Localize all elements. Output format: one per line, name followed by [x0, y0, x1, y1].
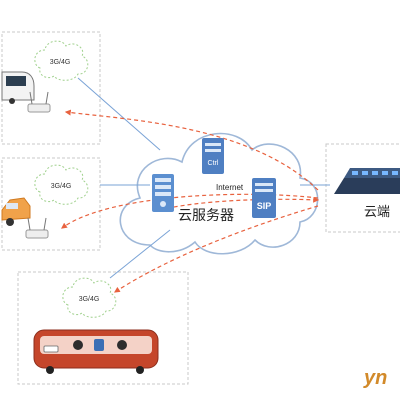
cloud-server-icon — [152, 174, 174, 212]
ctrl-label: Ctrl — [208, 160, 219, 167]
train-network-label: 3G/4G — [79, 296, 100, 303]
bus-network-label: 3G/4G — [50, 59, 71, 66]
ctrl-server-icon: Ctrl — [202, 138, 224, 174]
car-icon — [1, 197, 31, 226]
train-cloud-link — [109, 229, 171, 279]
bus-data-arrow — [64, 109, 319, 191]
internet-label: Internet — [216, 183, 244, 192]
train-network-bubble-icon: 3G/4G — [62, 277, 117, 318]
bus-cloud-link — [77, 77, 161, 151]
car-network-label: 3G/4G — [51, 183, 72, 190]
cloud-service-label: 云服务器 — [178, 207, 234, 223]
server-link-arrow — [159, 196, 320, 211]
car-data-arrow — [61, 193, 319, 229]
bus-network-bubble-icon: 3G/4G — [34, 40, 89, 81]
car-router-icon — [25, 217, 49, 239]
car-network-bubble-icon: 3G/4G — [34, 164, 89, 205]
train-router-icon — [43, 345, 59, 353]
watermark-text: yn — [363, 367, 387, 389]
train-data-arrow — [113, 205, 319, 293]
bus-router-icon — [27, 91, 51, 113]
train-icon — [33, 329, 159, 374]
bus-icon — [1, 71, 35, 104]
right-device-label: 云端 — [364, 204, 390, 219]
sip-server-icon: SIP — [252, 178, 276, 218]
right-device-panel — [325, 143, 400, 233]
train-panel — [17, 271, 189, 385]
sip-label: SIP — [257, 201, 272, 211]
right-device-icon — [334, 168, 400, 194]
